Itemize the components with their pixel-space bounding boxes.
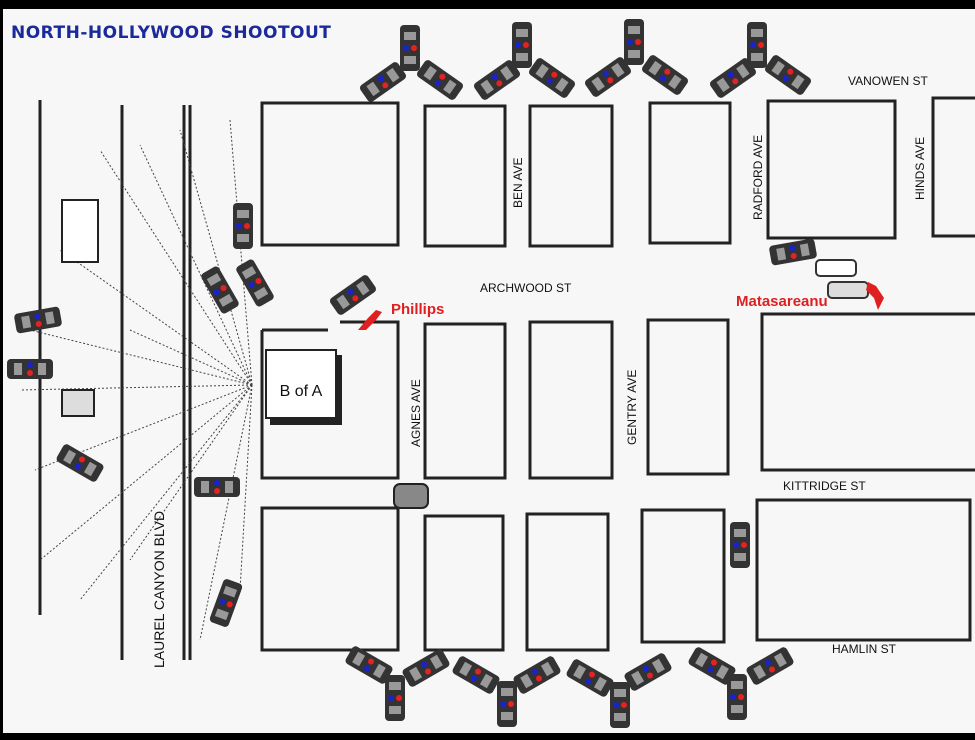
block <box>648 101 732 245</box>
suspect-figure-icon <box>358 310 382 330</box>
police-car-icon <box>528 58 576 98</box>
suspect-label-phillips: Phillips <box>391 301 444 318</box>
police-car-icon <box>452 656 500 694</box>
police-car-icon <box>769 238 817 266</box>
police-car-icon <box>497 681 517 727</box>
police-car-icon <box>345 646 393 684</box>
gunfire-line <box>179 129 253 386</box>
block <box>423 104 507 248</box>
page-title: NORTH-HOLLYWOOD SHOOTOUT <box>11 23 332 43</box>
police-car-icon <box>400 25 420 71</box>
gunfire-line <box>99 149 253 386</box>
street-label-gentry: GENTRY AVE <box>625 370 639 445</box>
gunfire-line <box>39 384 253 561</box>
police-car-icon <box>764 55 812 95</box>
block-bank <box>260 320 400 480</box>
police-car-icon <box>7 359 53 379</box>
block <box>260 101 400 247</box>
gunfire-line <box>29 329 253 386</box>
block <box>755 498 972 642</box>
gunfire-line <box>129 384 253 561</box>
street-labels: VANOWEN ST ARCHWOOD ST KITTRIDGE ST HAML… <box>151 74 928 668</box>
police-cars <box>7 19 817 728</box>
bank-label: B of A <box>280 383 323 400</box>
block <box>260 506 400 652</box>
gunfire-line <box>199 384 253 641</box>
bank: B of A <box>265 349 342 425</box>
block <box>766 99 897 240</box>
police-car-icon <box>209 579 243 627</box>
city-blocks <box>38 96 975 660</box>
police-car-icon <box>236 259 274 307</box>
gunfire-line <box>229 119 253 386</box>
truck <box>61 199 99 263</box>
street-label-agnes: AGNES AVE <box>409 379 423 447</box>
civilian-car <box>815 259 857 277</box>
police-car-icon <box>709 58 757 98</box>
police-car-icon <box>201 266 239 314</box>
police-car-icon <box>14 306 62 334</box>
street-map: B of A VANOWEN ST ARCHWOOD ST KITTRIDGE … <box>7 19 975 728</box>
gunfire-line <box>59 249 253 386</box>
block <box>423 514 505 652</box>
police-car-icon <box>730 522 750 568</box>
police-car-icon <box>416 60 464 100</box>
police-car-icon <box>624 653 672 691</box>
police-car-icon <box>512 22 532 68</box>
police-car-icon <box>233 203 253 249</box>
block <box>760 312 975 472</box>
police-car-icon <box>641 55 689 95</box>
police-car-icon <box>513 656 561 694</box>
car-icon <box>61 389 95 417</box>
gunfire-lines <box>19 119 253 641</box>
block <box>525 512 610 652</box>
civilian-car <box>827 281 869 299</box>
police-car-icon <box>329 275 377 315</box>
gunfire-line <box>19 384 253 391</box>
suspects: Phillips Matasareanu <box>358 282 884 330</box>
map-canvas: B of A VANOWEN ST ARCHWOOD ST KITTRIDGE … <box>3 9 975 733</box>
police-car-icon <box>56 444 104 482</box>
police-car-icon <box>385 675 405 721</box>
police-car-icon <box>359 62 407 102</box>
gunfire-line <box>139 144 253 386</box>
street-label-kittridge: KITTRIDGE ST <box>783 479 866 493</box>
armored-car-icon <box>393 483 429 509</box>
police-car-icon <box>688 647 736 685</box>
street-label-radford: RADFORD AVE <box>751 135 765 220</box>
gunfire-line <box>239 384 253 591</box>
block <box>423 322 507 480</box>
police-car-icon <box>727 674 747 720</box>
police-car-icon <box>566 659 614 697</box>
block <box>931 96 975 238</box>
suspect-figure-icon <box>866 282 884 310</box>
block <box>646 318 730 476</box>
police-car-icon <box>584 57 632 97</box>
police-car-icon <box>624 19 644 65</box>
street-label-archwood: ARCHWOOD ST <box>480 281 572 295</box>
block <box>640 508 726 644</box>
police-car-icon <box>610 682 630 728</box>
police-car-icon <box>194 477 240 497</box>
block <box>528 104 614 248</box>
street-label-hamlin: HAMLIN ST <box>832 642 897 656</box>
street-label-vanowen: VANOWEN ST <box>848 74 928 88</box>
gunfire-line <box>34 384 253 471</box>
street-label-laurel: LAUREL CANYON BLVD <box>151 511 167 668</box>
street-label-hinds: HINDS AVE <box>913 137 927 200</box>
street-label-ben: BEN AVE <box>511 158 525 208</box>
police-car-icon <box>473 60 521 100</box>
police-car-icon <box>746 647 794 685</box>
block <box>528 320 614 480</box>
gunfire-line <box>79 384 253 601</box>
police-car-icon <box>402 649 450 687</box>
police-car-icon <box>747 22 767 68</box>
suspect-label-matasareanu: Matasareanu <box>736 293 828 310</box>
